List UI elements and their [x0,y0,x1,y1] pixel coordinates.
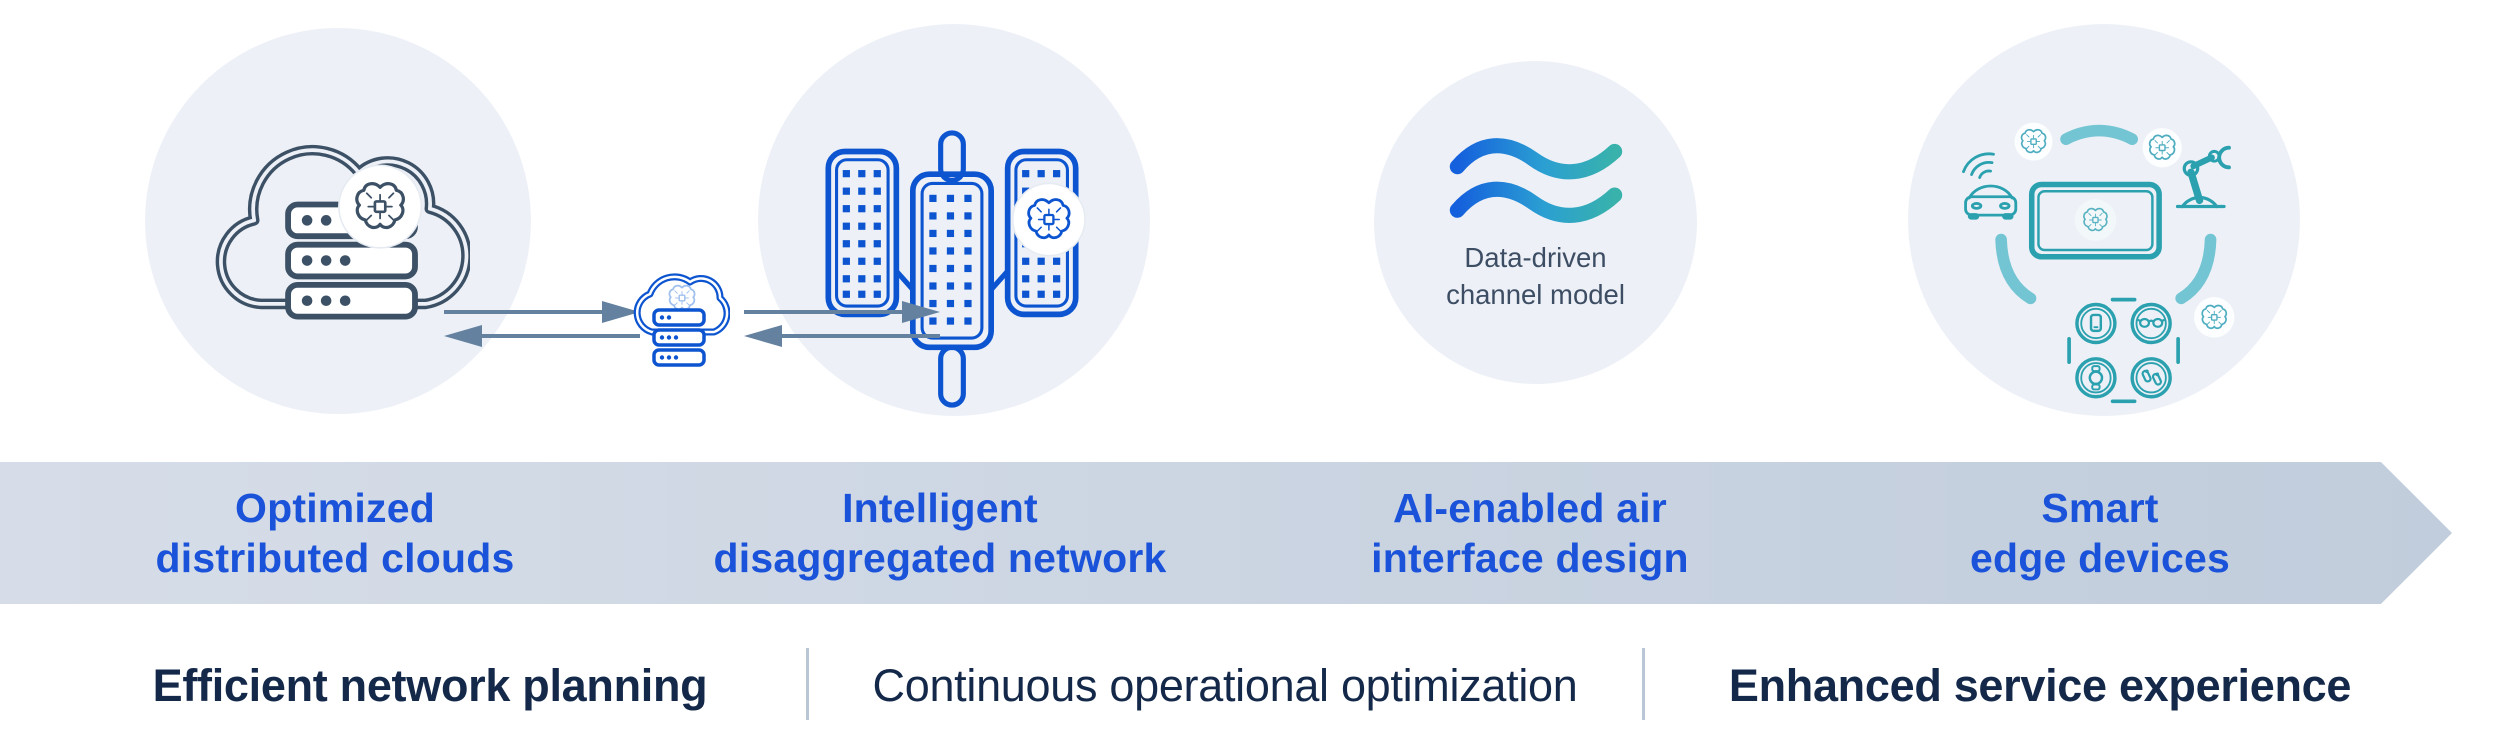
cluster-dash-marks [2067,297,2180,404]
disaggregated-antenna-ai-icon [825,130,1086,408]
ai-brain-badges [2014,122,2235,338]
ai-brain-badge [1012,182,1086,257]
smart-watch-icon [2088,365,2104,391]
arrow-left-head [444,325,482,347]
arrow-right-head [902,301,940,323]
earbuds-icon [2141,369,2163,386]
gradient-waves-icon [1449,138,1622,224]
mini-server-stack [652,308,706,367]
antenna-panel-left [825,148,900,318]
benefit-divider [806,648,809,720]
cloud-servers-ai-icon [215,145,470,320]
ai-brain-badge [338,164,423,249]
bubble-smart-edge-devices [1908,24,2300,416]
bubble-optimized-distributed-clouds [145,28,531,414]
stage-label-smart-edge-devices: Smart edge devices [1970,484,2230,581]
stage-label-ai-enabled-air-interface-design: AI-enabled air interface design [1371,484,1689,581]
bubble-intelligent-disaggregated-network [758,24,1150,416]
benefit-continuous-operational-optimization: Continuous operational optimization [872,660,1578,711]
benefit-enhanced-service-experience: Enhanced service experience [1728,660,2352,711]
benefit-efficient-network-planning: Efficient network planning [152,660,708,711]
arrow-left-head [744,325,782,347]
bidirectional-arrows-right [744,301,940,347]
smart-glasses-icon [2137,317,2165,328]
stage-label-optimized-distributed-clouds: Optimized distributed clouds [155,484,515,581]
edge-cloud-servers-ai-icon [633,273,730,367]
bidirectional-arrows-left [444,301,640,347]
flow-arrow-band [0,462,2452,604]
arrow-right-head [602,301,640,323]
benefit-divider [1642,648,1645,720]
smart-edge-devices-icon [1962,122,2235,404]
bubble-ai-enabled-air-interface: Data-driven channel model [1374,61,1697,384]
wearables-cluster-icon [2067,297,2180,404]
stage-label-intelligent-disaggregated-network: Intelligent disaggregated network [713,484,1167,581]
bubble-caption: Data-driven channel model [1446,242,1625,310]
tablet-icon [2028,181,2162,260]
robot-arm-icon [2175,145,2231,209]
flow-arcs [1995,124,2217,305]
antenna-panel-center [909,171,995,351]
phone-icon [2089,313,2103,333]
connected-car-icon [1962,152,2018,220]
